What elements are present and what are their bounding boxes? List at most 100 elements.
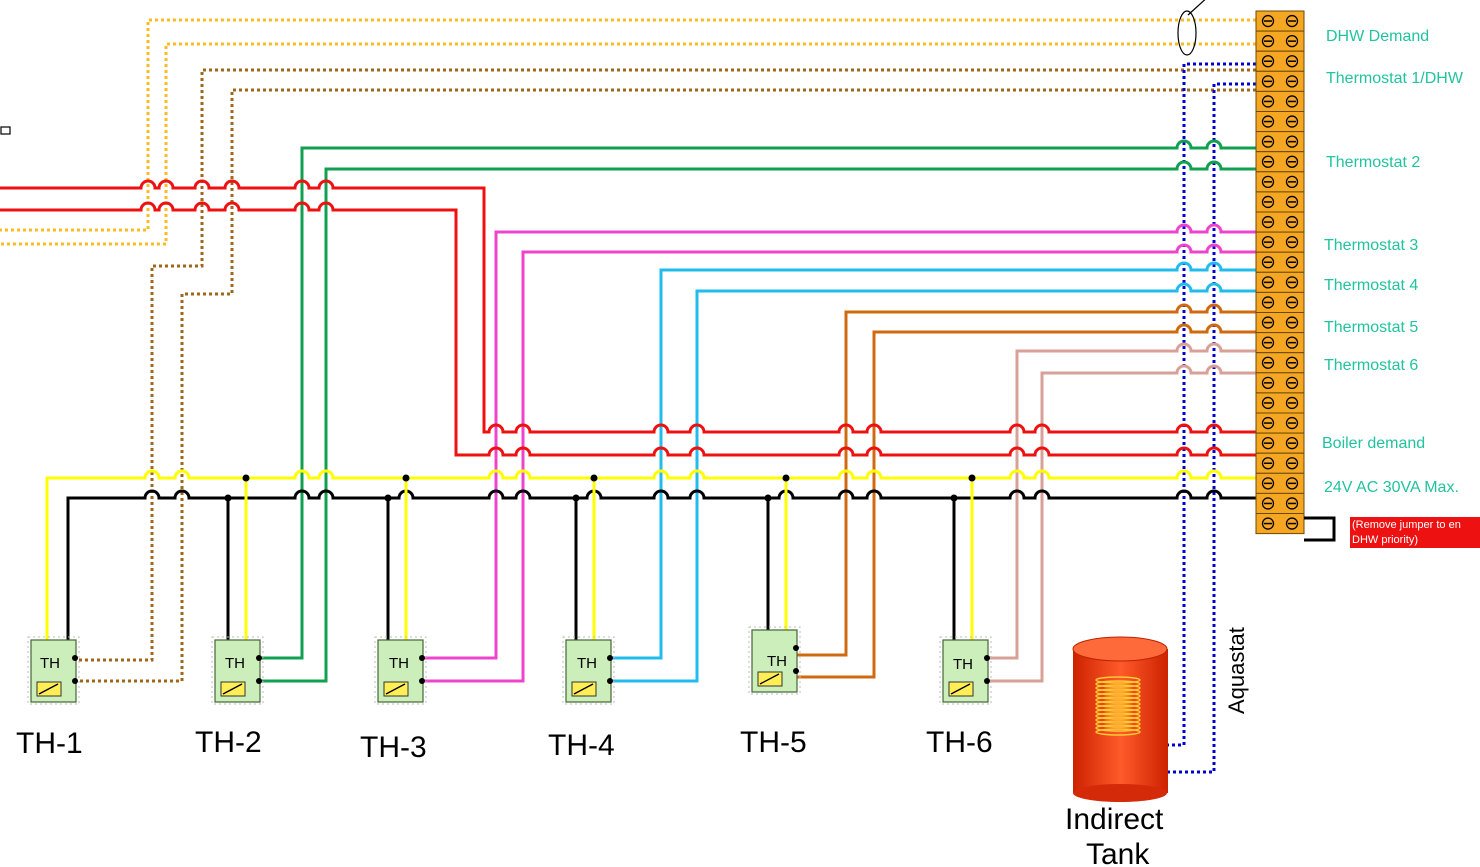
tank-coil-loop [1095, 728, 1141, 736]
junction-dot [224, 494, 232, 502]
wire-thermostat-5-a [797, 303, 1256, 657]
wire-thermostat-4-a [609, 261, 1256, 660]
label-thermostat-1-dhw: Thermostat 1/DHW [1326, 70, 1464, 87]
wire-thermostat-2-b [258, 160, 1256, 683]
wire-aquastat-b [1168, 82, 1256, 774]
label-thermostat-3: Thermostat 3 [1324, 237, 1418, 254]
tank-top [1072, 636, 1168, 662]
junction-dot [764, 494, 772, 502]
indirect-tank [1072, 636, 1168, 802]
tank-coil-loop [1095, 692, 1141, 700]
th-1-box-text: TH [40, 655, 60, 672]
thermostat-switch-blade [38, 683, 59, 695]
thermostat-5 [748, 626, 801, 695]
thermostat-switch-blade [759, 673, 780, 685]
thermostat-frame [748, 626, 801, 695]
th-6-label: TH-6 [926, 726, 993, 759]
thermostat-terminal-r [72, 655, 78, 661]
wire-aquastat-a [1168, 62, 1256, 747]
jumper-note-line2: DHW priority) [1352, 534, 1418, 546]
thermostat-terminal-r [256, 655, 262, 661]
thermostat-terminal-w [72, 678, 78, 684]
thermostat-terminal-w [419, 678, 425, 684]
thermostat-2 [211, 636, 264, 705]
thermostat-terminal-w [793, 668, 799, 674]
tank-coil-loop [1095, 680, 1141, 688]
label-boiler-demand: Boiler demand [1322, 435, 1425, 452]
tank-coil-loop [1095, 696, 1141, 704]
thermostat-terminal-w [256, 678, 262, 684]
thermostat-switch-blade [573, 683, 594, 695]
wire-24v-bus [45, 469, 1256, 658]
thermostat-terminal-r [793, 645, 799, 651]
terminal-block [1255, 10, 1336, 542]
wire-thermostat-3-a [421, 223, 1256, 660]
thermostat-terminal-r [607, 655, 613, 661]
tank-coil-loop [1095, 708, 1141, 716]
wire-thermostat-6-a [985, 342, 1256, 660]
thermostat-4 [562, 636, 615, 705]
aquastat-label: Aquastat [1224, 627, 1249, 714]
th-5-label: TH-5 [740, 726, 807, 759]
junction-dot [572, 494, 580, 502]
cable-tie-icon [1177, 10, 1197, 56]
tank-coil-loop [1095, 688, 1141, 696]
thermostat-6 [939, 636, 992, 705]
label-dhw-demand: DHW Demand [1326, 28, 1429, 45]
thermostat-switch-blade [222, 683, 243, 695]
thermostat-frame [562, 636, 615, 705]
thermostat-switch-blade [950, 683, 971, 695]
cable-tie-pointer [1187, 0, 1206, 16]
junction-dot [950, 494, 958, 502]
thermostat-terminal-w [984, 678, 990, 684]
tank-label-line2: Tank [1086, 838, 1150, 867]
thermostat-terminal-r [419, 655, 425, 661]
tank-bottom [1073, 784, 1167, 802]
junction-dot [242, 474, 250, 482]
wire-thermostat-3-b [421, 243, 1256, 683]
label-thermostat-6: Thermostat 6 [1324, 357, 1418, 374]
label-thermostat-2: Thermostat 2 [1326, 154, 1420, 171]
wire-thermostat-6-b [985, 364, 1256, 683]
junction-dot [782, 474, 790, 482]
thermostat-3 [374, 636, 427, 705]
left-connector-icon [0, 126, 11, 135]
thermostat-1 [27, 636, 80, 705]
wire-common-bus [66, 489, 1256, 658]
thermostat-frame [27, 636, 80, 705]
th-2-box-text: TH [225, 655, 245, 672]
th-4-box-text: TH [577, 655, 597, 672]
th-1-label: TH-1 [16, 727, 83, 760]
wire-thermostat-5-b [797, 323, 1256, 679]
th-3-label: TH-3 [360, 731, 427, 764]
wire-thermostat-1-b [75, 88, 1256, 683]
jumper-note-background [1350, 517, 1480, 548]
wire-boiler-demand-a [0, 179, 1256, 434]
label-thermostat-5: Thermostat 5 [1324, 319, 1418, 336]
label-power-24v: 24V AC 30VA Max. [1324, 479, 1459, 496]
tank-coil-loop [1095, 720, 1141, 728]
junction-dot [590, 474, 598, 482]
tank-coil-loop [1095, 704, 1141, 712]
th-2-label: TH-2 [195, 726, 262, 759]
junction-dot [968, 474, 976, 482]
junction-dot [384, 494, 392, 502]
tank-label-line1: Indirect [1065, 803, 1164, 836]
tank-coil-loop [1095, 700, 1141, 708]
wire-thermostat-2-a [258, 139, 1256, 660]
th-4-label: TH-4 [548, 729, 615, 762]
thermostat-units [27, 626, 992, 705]
tank-coil-loop [1095, 716, 1141, 724]
thermostat-frame [211, 636, 264, 705]
thermostat-terminal-w [607, 678, 613, 684]
jumper-note-line1: (Remove jumper to en [1352, 519, 1461, 531]
tank-coil-icon [1095, 676, 1141, 736]
tank-coil-loop [1095, 712, 1141, 720]
thermostat-frame [939, 636, 992, 705]
label-thermostat-4: Thermostat 4 [1324, 277, 1418, 294]
junction-dot [402, 474, 410, 482]
tank-coil-loop [1095, 724, 1141, 732]
thermostat-switch-blade [385, 683, 406, 695]
wire-dhw-demand-a [0, 18, 1256, 232]
